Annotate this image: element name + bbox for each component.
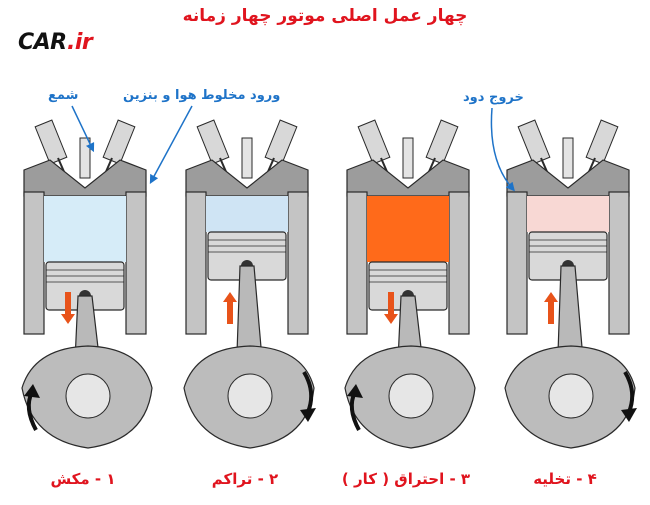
caption-power: ۳ - احتراق ( کار ) — [331, 470, 481, 488]
combustion-chamber — [206, 196, 288, 232]
crank-journal — [66, 374, 110, 418]
intake-valve-spring — [518, 120, 550, 164]
intake-valve-spring — [358, 120, 390, 164]
exhaust-valve-spring — [586, 120, 618, 164]
combustion-chamber — [44, 196, 126, 262]
caption-compression: ۲ - تراکم — [170, 470, 320, 488]
spark-plug — [403, 138, 413, 178]
spark-plug — [242, 138, 252, 178]
intake-valve-spring — [35, 120, 67, 164]
cylinder-wall-left — [186, 192, 206, 334]
engine-exhaust — [505, 120, 637, 448]
engine-power — [345, 120, 475, 448]
cylinder-wall-left — [347, 192, 367, 334]
crank-journal — [389, 374, 433, 418]
intake-pointer — [152, 106, 192, 180]
caption-intake: ۱ - مکش — [8, 470, 158, 488]
cylinder-wall-left — [507, 192, 527, 334]
combustion-chamber — [367, 196, 449, 262]
spark-plug — [563, 138, 573, 178]
caption-exhaust: ۴ - تخلیه — [490, 470, 640, 488]
exhaust-valve-spring — [265, 120, 297, 164]
intake-valve-spring — [197, 120, 229, 164]
cylinder-wall-right — [288, 192, 308, 334]
piston-up-arrow — [223, 292, 237, 324]
combustion-chamber — [527, 196, 609, 232]
exhaust-valve-spring — [103, 120, 135, 164]
crank-journal — [549, 374, 593, 418]
spark-plug — [80, 138, 90, 178]
cylinder-wall-left — [24, 192, 44, 334]
cylinder-wall-right — [609, 192, 629, 334]
exhaust-valve-spring — [426, 120, 458, 164]
piston-up-arrow — [544, 292, 558, 324]
cylinder-wall-right — [126, 192, 146, 334]
engine-compression — [184, 120, 316, 448]
engine-intake — [22, 120, 152, 448]
cylinder-wall-right — [449, 192, 469, 334]
crank-journal — [228, 374, 272, 418]
